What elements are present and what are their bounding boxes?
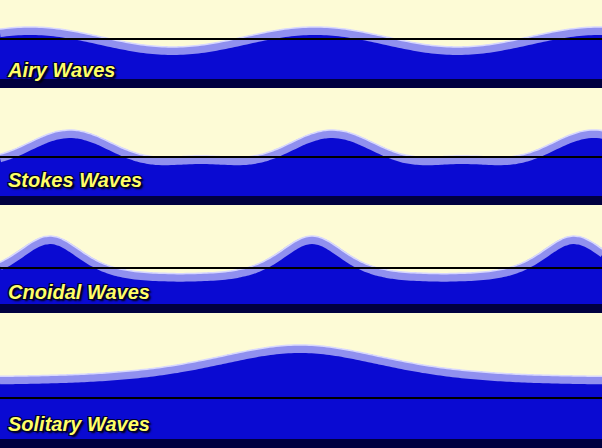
sea-bed [0,196,602,205]
still-water-level [0,267,602,269]
water-body [0,236,602,313]
water-body [0,130,602,205]
wave-type-label: Cnoidal Waves [8,281,150,304]
wave-panel [0,130,602,205]
wave-type-label: Solitary Waves [8,413,150,436]
still-water-level [0,156,602,158]
still-water-level [0,397,602,399]
wave-surface [0,236,602,274]
water-body [0,27,602,88]
wave-panel [0,236,602,313]
wave-crest-highlight [0,349,602,380]
sea-bed [0,304,602,313]
wave-crest-highlight [0,240,602,278]
still-water-level [0,38,602,40]
sea-bed [0,439,602,448]
water-body [0,345,602,448]
wave-label-box: Airy Waves [4,58,119,83]
wave-label-box: Stokes Waves [4,168,146,193]
wave-surface [0,130,602,157]
wave-label-box: Cnoidal Waves [4,280,154,305]
wave-panel [0,345,602,448]
wave-surface [0,27,602,47]
wave-type-label: Airy Waves [8,59,115,82]
wave-surface [0,345,602,376]
wave-panel [0,27,602,88]
wave-type-label: Stokes Waves [8,169,142,192]
wave-label-box: Solitary Waves [4,412,154,437]
